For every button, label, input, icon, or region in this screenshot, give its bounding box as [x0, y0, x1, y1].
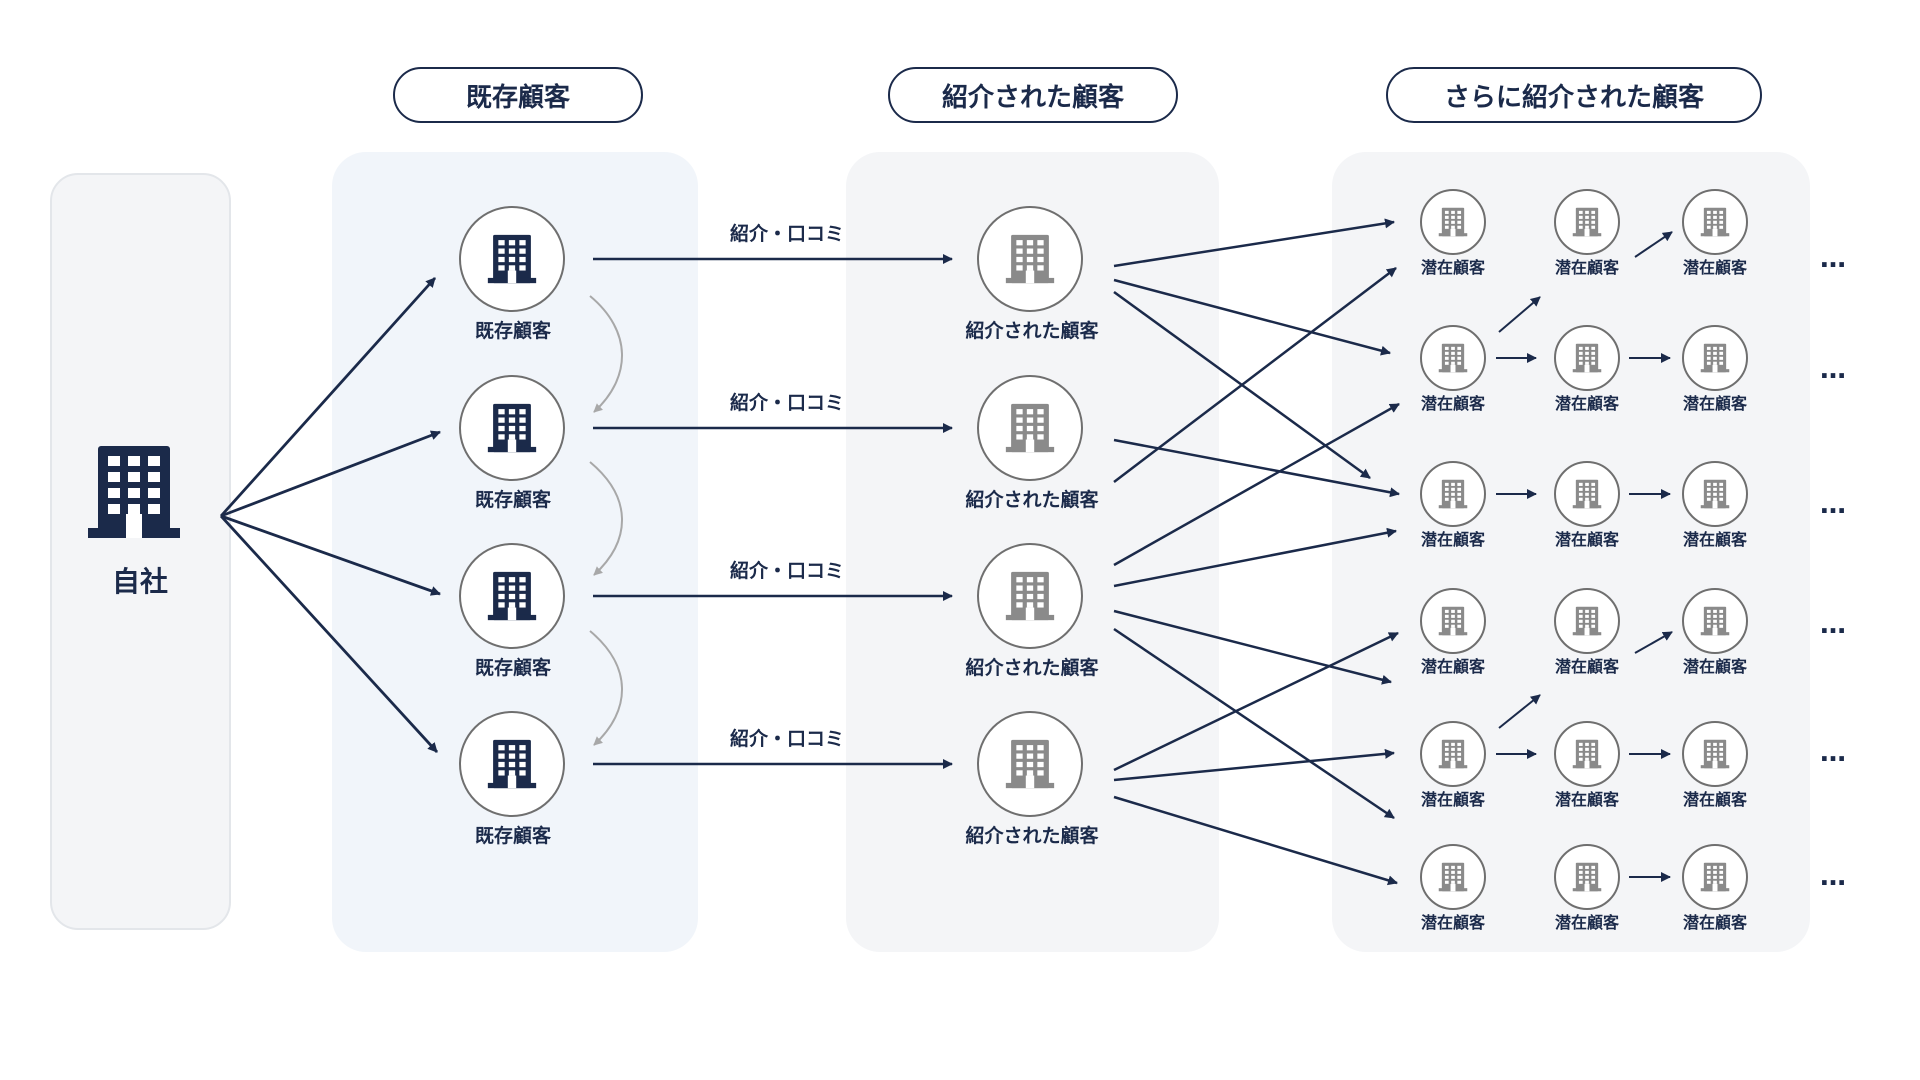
continuation-dots: …	[1820, 610, 1850, 640]
self-company-label: 自社	[111, 565, 168, 598]
building-icon	[1700, 606, 1730, 636]
building-icon	[1700, 479, 1730, 509]
building-icon	[1438, 343, 1468, 373]
building-icon	[1438, 606, 1468, 636]
existing-customer-label: 既存顧客	[475, 824, 552, 847]
existing-to-existing-arrow	[589, 461, 623, 576]
building-icon	[1572, 739, 1602, 769]
continuation-column: … … … … … …	[1810, 0, 1890, 1080]
potential-customer-label: 潜在顧客	[1683, 657, 1748, 676]
building-icon	[1572, 606, 1602, 636]
referred-customer-label: 紹介された顧客	[965, 319, 1099, 342]
potential-to-potential-arrow	[1634, 231, 1673, 258]
continuation-dots: …	[1820, 862, 1850, 892]
potential-customer-label: 潜在顧客	[1555, 530, 1620, 549]
potential-customer-label: 潜在顧客	[1421, 258, 1486, 277]
building-icon	[1700, 739, 1730, 769]
potential-customer-label: 潜在顧客	[1683, 394, 1748, 413]
potential-customer-label: 潜在顧客	[1555, 258, 1620, 277]
header-referred-customers: 紹介された顧客	[888, 67, 1178, 123]
existing-customer-label: 既存顧客	[475, 319, 552, 342]
building-icon	[1005, 571, 1055, 621]
company-building-icon	[88, 446, 180, 538]
self-to-existing-arrow	[219, 515, 439, 753]
self-company-panel	[50, 173, 231, 930]
building-icon	[487, 403, 537, 453]
further-referred-panel	[1332, 152, 1810, 952]
potential-customer-label: 潜在顧客	[1421, 530, 1486, 549]
potential-customer-label: 潜在顧客	[1421, 913, 1486, 932]
existing-to-existing-arrow	[589, 295, 623, 413]
referred-to-potential-arrow	[1113, 609, 1392, 685]
referred-to-potential-arrow	[1113, 438, 1400, 498]
referred-to-potential-arrow	[1113, 402, 1400, 567]
continuation-dots: …	[1820, 244, 1850, 274]
building-icon	[1438, 862, 1468, 892]
existing-customer-label: 既存顧客	[475, 488, 552, 511]
referral-label: 紹介・口コミ	[730, 222, 844, 245]
building-icon	[1700, 343, 1730, 373]
potential-customer-label: 潜在顧客	[1555, 790, 1620, 809]
self-to-existing-arrow	[220, 514, 441, 596]
referred-to-potential-arrow	[1113, 627, 1395, 820]
building-icon	[1005, 234, 1055, 284]
potential-to-potential-arrow	[1498, 296, 1541, 333]
referral-label: 紹介・口コミ	[730, 391, 844, 414]
potential-customer-label: 潜在顧客	[1421, 657, 1486, 676]
building-icon	[1005, 403, 1055, 453]
building-icon	[1700, 862, 1730, 892]
potential-customer-label: 潜在顧客	[1555, 913, 1620, 932]
building-icon	[487, 234, 537, 284]
referred-to-potential-arrow	[1113, 795, 1398, 886]
continuation-dots: …	[1820, 490, 1850, 520]
referred-to-potential-arrow	[1113, 278, 1391, 356]
building-icon	[1005, 739, 1055, 789]
continuation-dots: …	[1820, 738, 1850, 768]
building-icon	[1572, 862, 1602, 892]
header-existing-customers: 既存顧客	[393, 67, 643, 123]
potential-customer-label: 潜在顧客	[1683, 530, 1748, 549]
building-icon	[1438, 739, 1468, 769]
existing-customer-label: 既存顧客	[475, 656, 552, 679]
potential-customer-label: 潜在顧客	[1683, 258, 1748, 277]
potential-customer-label: 潜在顧客	[1683, 790, 1748, 809]
potential-customer-label: 潜在顧客	[1421, 394, 1486, 413]
self-to-existing-arrow	[220, 430, 441, 518]
referred-customer-label: 紹介された顧客	[965, 488, 1099, 511]
referred-to-potential-arrow	[1113, 527, 1397, 588]
building-icon	[1700, 207, 1730, 237]
referral-label: 紹介・口コミ	[730, 727, 844, 750]
potential-to-potential-arrow	[1634, 631, 1673, 654]
referred-customer-label: 紹介された顧客	[965, 824, 1099, 847]
referred-customer-label: 紹介された顧客	[965, 656, 1099, 679]
potential-customer-label: 潜在顧客	[1421, 790, 1486, 809]
potential-customer-label: 潜在顧客	[1555, 657, 1620, 676]
referred-to-potential-arrow	[1113, 748, 1395, 782]
referred-to-potential-arrow	[1113, 267, 1397, 483]
continuation-dots: …	[1820, 355, 1850, 385]
existing-to-existing-arrow	[589, 630, 623, 746]
building-icon	[487, 571, 537, 621]
building-icon	[1572, 479, 1602, 509]
building-icon	[1438, 207, 1468, 237]
header-further-referred-customers: さらに紹介された顧客	[1386, 67, 1762, 123]
building-icon	[1572, 343, 1602, 373]
building-icon	[1572, 207, 1602, 237]
referred-to-potential-arrow	[1113, 631, 1399, 772]
building-icon	[1438, 479, 1468, 509]
potential-customer-label: 潜在顧客	[1555, 394, 1620, 413]
potential-to-potential-arrow	[1498, 694, 1541, 729]
building-icon	[487, 739, 537, 789]
potential-customer-label: 潜在顧客	[1683, 913, 1748, 932]
referral-label: 紹介・口コミ	[730, 559, 844, 582]
self-to-existing-arrow	[219, 277, 437, 517]
referred-to-potential-arrow	[1113, 218, 1395, 268]
